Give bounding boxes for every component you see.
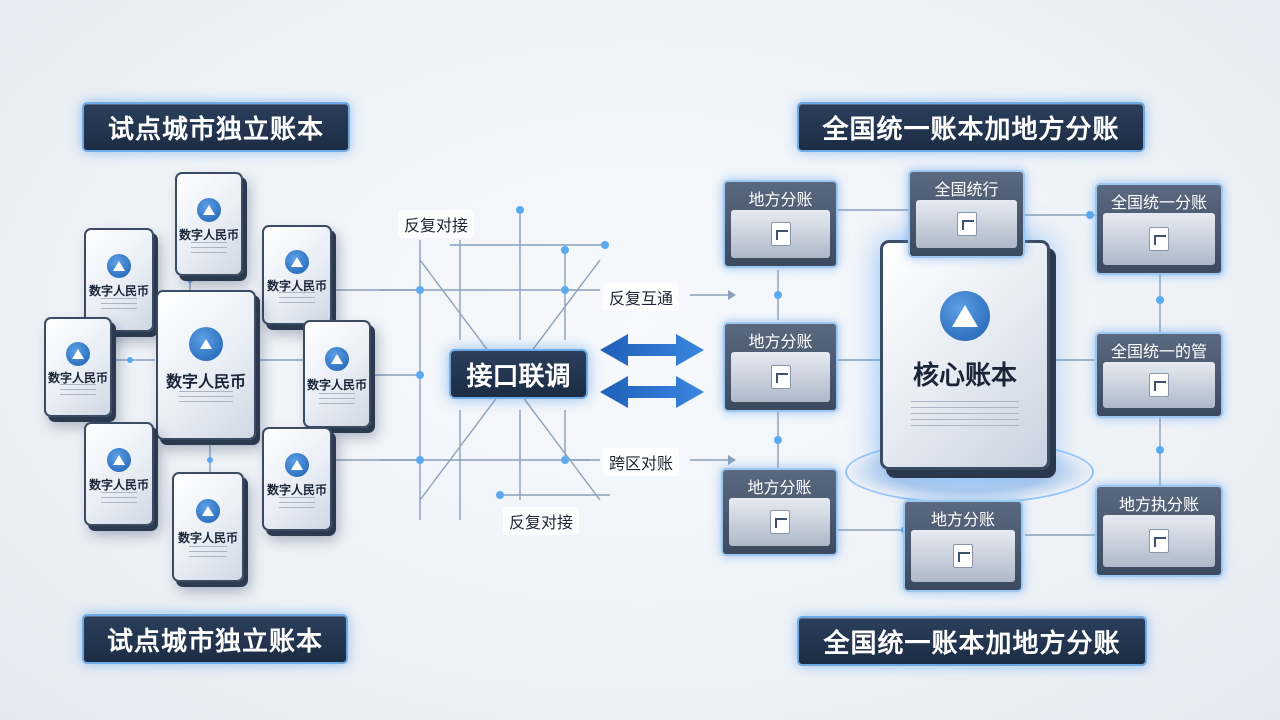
ledger-book-main: 数字人民币 <box>156 290 256 440</box>
node-label: 地方分账 <box>747 478 812 497</box>
right-title-bottom: 全国统一账本加地方分账 <box>797 616 1147 666</box>
core-logo-icon <box>940 291 990 341</box>
ledger-logo-icon <box>107 448 131 472</box>
document-icon <box>1149 227 1169 251</box>
ledger-book: 数字人民币 <box>262 427 332 531</box>
ledger-title: 数字人民币 <box>266 278 327 293</box>
core-ledger: 核心账本 <box>880 240 1050 470</box>
ledger-book: 数字人民币 <box>84 228 154 332</box>
connector-label-cross-region: 跨区对账 <box>603 448 680 476</box>
left-title-bottom: 试点城市独立账本 <box>82 614 348 664</box>
connector-label-docking-bottom: 反复对接 <box>503 507 580 535</box>
node-label: 全国统一的管 <box>1110 342 1207 361</box>
ledger-logo-icon <box>197 198 221 222</box>
node-label: 地方分账 <box>748 190 813 209</box>
document-icon <box>953 544 973 568</box>
document-icon <box>956 212 977 236</box>
left-title-top: 试点城市独立账本 <box>82 102 350 152</box>
ledger-logo-icon <box>107 254 131 278</box>
ledger-title: 数字人民币 <box>306 378 367 393</box>
ledger-title: 数字人民币 <box>266 483 327 497</box>
ledger-title: 数字人民币 <box>88 284 149 298</box>
ledger-logo-icon <box>285 453 309 477</box>
ledger-node: 全国统行 <box>908 170 1025 258</box>
connector-label-docking-top: 反复对接 <box>398 210 475 238</box>
ledger-node: 地方执分账 <box>1095 485 1223 577</box>
ledger-logo-icon <box>325 346 349 371</box>
ledger-book: 数字人民币 <box>172 472 244 582</box>
ledger-node: 地方分账 <box>903 500 1023 592</box>
ledger-book: 数字人民币 <box>262 225 332 325</box>
ledger-node: 全国统一分账 <box>1095 183 1223 275</box>
ledger-node: 地方分账 <box>723 322 838 412</box>
document-icon <box>1149 373 1169 397</box>
ledger-title: 数字人民币 <box>177 531 238 546</box>
node-label: 地方分账 <box>930 510 995 529</box>
ledger-logo-icon <box>285 250 309 275</box>
ledger-node: 全国统一的管 <box>1095 332 1223 418</box>
ledger-title: 数字人民币 <box>88 478 149 492</box>
ledger-logo-icon <box>189 327 223 362</box>
core-ledger-title: 核心账本 <box>912 361 1017 391</box>
ledger-title: 数字人民币 <box>178 228 239 242</box>
ledger-book: 数字人民币 <box>44 317 112 417</box>
node-label: 地方执分账 <box>1118 495 1199 514</box>
ledger-node: 地方分账 <box>721 468 838 556</box>
right-title-top: 全国统一账本加地方分账 <box>797 102 1145 152</box>
document-icon <box>769 510 790 534</box>
document-icon <box>1149 529 1169 553</box>
document-icon <box>770 365 791 389</box>
node-label: 全国统行 <box>934 180 999 199</box>
ledger-title: 数字人民币 <box>47 370 108 385</box>
bidirectional-arrows <box>600 334 704 408</box>
ledger-book: 数字人民币 <box>84 422 154 526</box>
ledger-book: 数字人民币 <box>175 172 243 276</box>
document-icon <box>770 222 791 246</box>
node-label: 地方分账 <box>748 332 813 351</box>
ledger-logo-icon <box>66 342 90 367</box>
node-label: 全国统一分账 <box>1110 193 1207 212</box>
ledger-book: 数字人民币 <box>303 320 371 428</box>
ledger-node: 地方分账 <box>723 180 838 268</box>
ledger-title: 数字人民币 <box>165 371 246 391</box>
ledger-logo-icon <box>196 499 220 524</box>
interface-hub: 接口联调 <box>449 349 588 399</box>
connector-label-interop: 反复互通 <box>603 283 680 311</box>
